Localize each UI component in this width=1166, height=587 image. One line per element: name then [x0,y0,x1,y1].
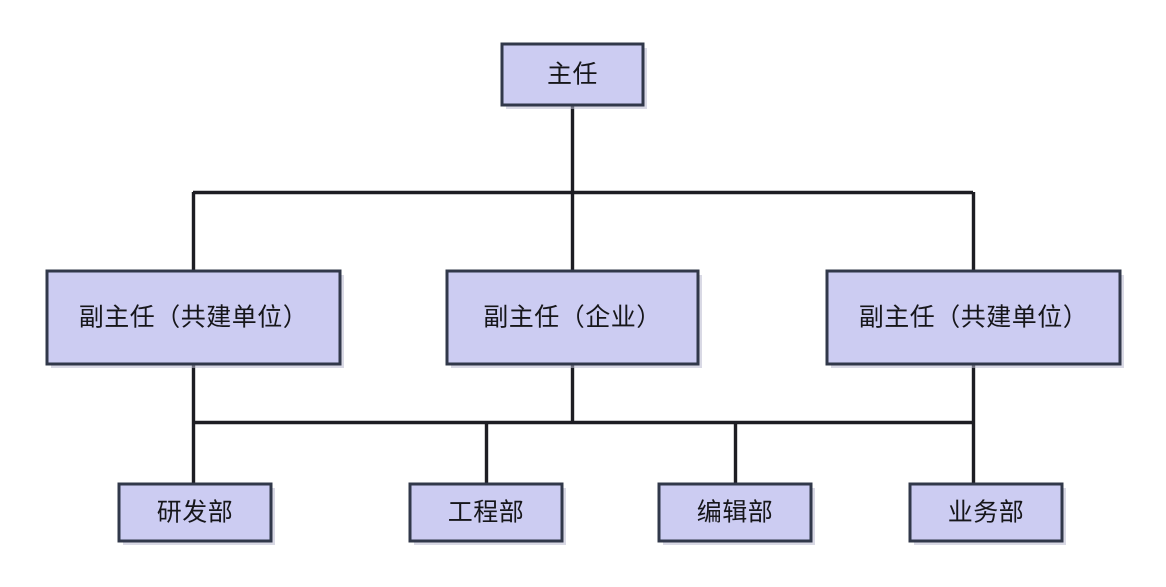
node-deputy-right-box[interactable] [825,269,1122,366]
node-deputy-left[interactable]: 副主任（共建单位） [45,269,344,368]
node-dept-rd-box[interactable] [117,482,273,543]
node-dept-editorial[interactable]: 编辑部 [657,482,815,545]
node-deputy-center-box[interactable] [445,269,700,366]
node-dept-editorial-label: 编辑部 [697,498,774,527]
node-dept-engineering[interactable]: 工程部 [408,482,566,545]
node-dept-business[interactable]: 业务部 [908,482,1066,545]
node-deputy-right-label: 副主任（共建单位） [859,303,1089,332]
node-deputy-right[interactable]: 副主任（共建单位） [825,269,1124,368]
node-deputy-center[interactable]: 副主任（企业） [445,269,702,368]
connector-layer [191,105,976,484]
node-dept-business-label: 业务部 [948,498,1025,527]
node-director-box[interactable] [500,42,645,107]
node-director-label: 主任 [547,60,598,89]
node-dept-business-box[interactable] [908,482,1064,543]
node-dept-rd-label: 研发部 [157,498,234,527]
node-dept-editorial-box[interactable] [657,482,813,543]
node-dept-engineering-label: 工程部 [448,498,525,527]
node-director[interactable]: 主任 [500,42,647,109]
node-deputy-left-label: 副主任（共建单位） [79,303,309,332]
node-deputy-center-label: 副主任（企业） [483,303,662,332]
node-dept-rd[interactable]: 研发部 [117,482,275,545]
node-deputy-left-box[interactable] [45,269,342,366]
node-dept-engineering-box[interactable] [408,482,564,543]
